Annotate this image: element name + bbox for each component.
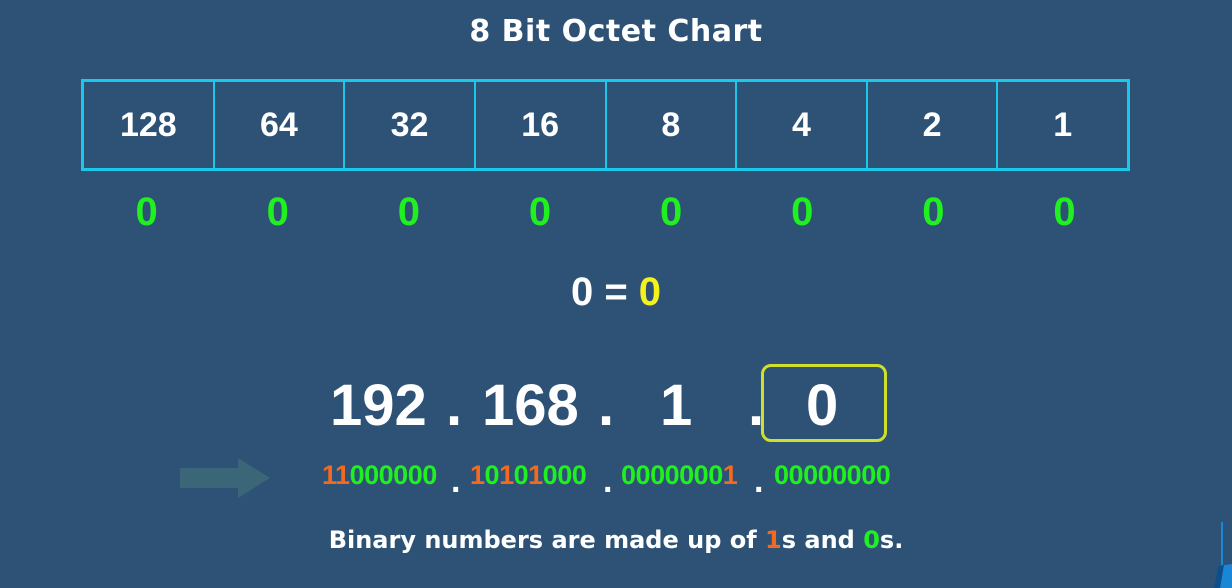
binary-digit: 0 [513, 460, 529, 490]
binary-digit: 0 [635, 460, 651, 490]
binary-digit: 0 [832, 460, 847, 490]
sum-equation: 0 = 0 [0, 270, 1232, 315]
caption-part: Binary numbers are made up of [328, 526, 766, 554]
bit-values-row: 0 0 0 0 0 0 0 0 [81, 190, 1130, 240]
binary-digit: 0 [364, 460, 379, 490]
binary-digit: 0 [557, 460, 572, 490]
binary-digit: 0 [774, 460, 789, 490]
equation-left: 0 [570, 270, 594, 314]
caption-zero: 0 [863, 526, 880, 554]
place-value-cell: 32 [345, 82, 476, 168]
binary-digit: 0 [861, 460, 876, 490]
binary-digit: 0 [393, 460, 408, 490]
equation-equals: = [604, 270, 628, 314]
place-value-cell: 64 [215, 82, 346, 168]
binary-octet-4: 00000000 [774, 460, 891, 491]
bit-value: 0 [528, 190, 552, 234]
bit-value: 0 [266, 190, 289, 234]
ip-dot: . [446, 373, 463, 438]
equation-result: 0 [638, 270, 662, 314]
binary-digit: 0 [679, 460, 694, 490]
ip-octet-3: 1 [660, 373, 693, 438]
binary-digit: 0 [571, 460, 587, 490]
bit-value: 0 [791, 190, 814, 234]
binary-digit: 1 [499, 460, 514, 490]
binary-digit: 1 [335, 460, 350, 490]
place-value-cell: 128 [84, 82, 215, 168]
ip-address: 192 . 168 . 1 . 0 [0, 372, 1232, 442]
binary-digit: 1 [322, 460, 336, 490]
ip-octet-4: 0 [806, 373, 839, 438]
current-octet-highlight-box [761, 364, 887, 442]
binary-digit: 0 [349, 460, 365, 490]
binary-digit: 0 [621, 460, 636, 490]
place-value-cell: 8 [607, 82, 738, 168]
binary-digit: 0 [484, 460, 500, 490]
binary-digit: 0 [803, 460, 818, 490]
binary-digit: 0 [846, 460, 862, 490]
binary-digit: 0 [422, 460, 437, 490]
place-value-cell: 1 [1053, 105, 1073, 144]
binary-digit: 0 [407, 460, 423, 490]
ip-dot: . [598, 373, 615, 438]
binary-digit: 0 [378, 460, 394, 490]
binary-octet-2: 10101000 [470, 460, 587, 491]
binary-digit: 1 [528, 460, 543, 490]
binary-digit: 0 [875, 460, 891, 490]
caption-one: 1 [765, 526, 782, 554]
binary-digit: 0 [788, 460, 804, 490]
octet-place-value-table: 128 64 32 16 8 4 2 1 [81, 79, 1130, 171]
chart-title: 8 Bit Octet Chart [469, 14, 763, 49]
binary-digit: 1 [722, 460, 738, 490]
place-value-cell: 16 [476, 82, 607, 168]
binary-dot: . [603, 462, 613, 500]
binary-dot: . [451, 462, 461, 500]
bit-value: 0 [135, 190, 158, 234]
bit-value: 0 [1053, 190, 1076, 234]
caption-part: s and [781, 526, 864, 554]
binary-digit: 0 [650, 460, 665, 490]
bit-value: 0 [397, 190, 420, 234]
binary-digit: 0 [708, 460, 723, 490]
binary-digit: 0 [693, 460, 709, 490]
caption-part: s. [879, 526, 904, 554]
ip-octet-2: 168 [482, 373, 579, 438]
binary-digit: 0 [664, 460, 680, 490]
ip-dot: . [748, 373, 765, 438]
place-value-cell: 2 [868, 82, 999, 168]
binary-digit: 1 [470, 460, 485, 490]
place-value-cell: 4 [737, 82, 868, 168]
binary-dot: . [754, 462, 764, 500]
network-device-icon [1214, 522, 1232, 588]
bit-value: 0 [659, 190, 683, 234]
caption-text: Binary numbers are made up of 1s and 0s. [0, 526, 1232, 554]
binary-octet-3: 00000001 [621, 460, 738, 491]
binary-ip-address: 11000000 . 10101000 . 00000001 . 0000000… [0, 460, 1232, 500]
binary-digit: 0 [817, 460, 833, 490]
bit-value: 0 [922, 190, 945, 234]
binary-octet-1: 11000000 [322, 460, 437, 491]
ip-octet-1: 192 [330, 373, 427, 438]
right-arrow-icon [180, 458, 270, 498]
binary-digit: 0 [542, 460, 558, 490]
